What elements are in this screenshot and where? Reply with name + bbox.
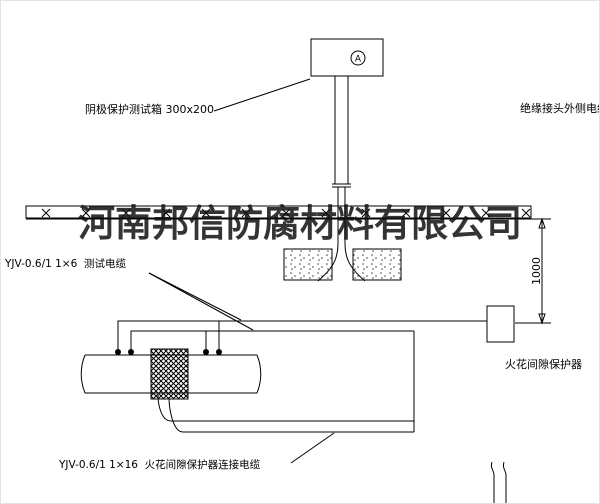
conduit-riser	[332, 76, 351, 244]
test-box-outline	[310, 38, 384, 77]
buried-cable-tails	[317, 243, 366, 282]
spark-gap-protector-box	[486, 305, 515, 343]
cable-routing	[117, 320, 487, 433]
test-cable-leader-1	[148, 272, 242, 321]
test-box: A	[310, 38, 384, 77]
pipe-break-symbol	[490, 461, 507, 503]
label-spark-gap: 火花间隙保护器	[505, 358, 582, 371]
test-box-leader-line	[213, 78, 311, 112]
insulating-joint	[150, 348, 189, 400]
test-cable-leader-2	[148, 272, 254, 331]
dimension-1000: 1000	[515, 217, 551, 325]
label-bottom-cable: YJV-0.6/1 1×16 火花间隙保护器连接电缆	[59, 459, 261, 471]
ground-line	[25, 205, 532, 220]
dimension-arrow-up	[538, 217, 546, 229]
dimension-arrow-down	[538, 313, 546, 325]
ammeter-letter: A	[355, 55, 362, 65]
label-outer-cable: 绝缘接头外侧电缆	[520, 102, 600, 115]
pipe-end-left	[80, 354, 86, 394]
ammeter-circle	[350, 50, 366, 66]
concrete-block-right	[352, 248, 402, 281]
label-test-box: 阴极保护测试箱 300x200	[85, 103, 214, 116]
dimension-text: 1000	[530, 257, 543, 285]
concrete-blocks	[283, 248, 402, 281]
bottom-cable-leader	[290, 432, 335, 464]
label-test-cable: YJV-0.6/1 1×6 测试电缆	[5, 258, 126, 270]
grade-hatch-marks	[25, 205, 532, 219]
label-leaders	[148, 272, 335, 464]
pipe-end-right	[256, 354, 262, 394]
pipeline	[80, 348, 262, 400]
